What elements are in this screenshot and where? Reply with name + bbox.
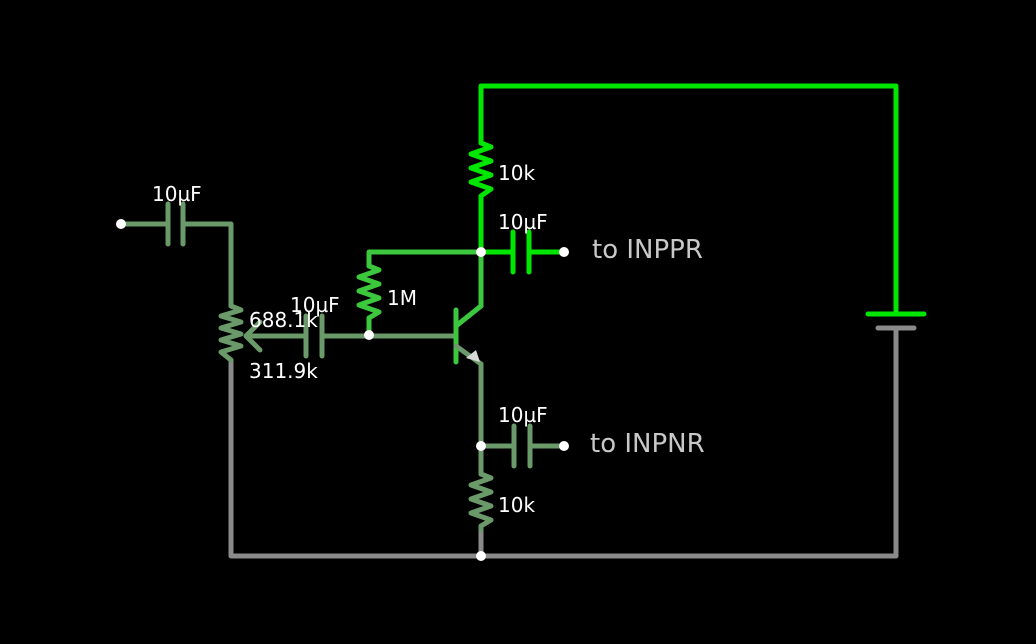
collector-net bbox=[366, 249, 567, 309]
pot-lower-label: 311.9k bbox=[249, 359, 318, 383]
collector-capacitor bbox=[510, 229, 532, 275]
emitter-resistor-label: 10k bbox=[498, 493, 535, 517]
ground-node bbox=[476, 551, 486, 561]
bias-resistor-label: 1M bbox=[387, 286, 417, 310]
input-net bbox=[118, 201, 234, 309]
input-cap-label: 10µF bbox=[152, 182, 202, 206]
npn-transistor bbox=[453, 303, 484, 367]
bias-resistor bbox=[356, 263, 382, 338]
collector-resistor bbox=[468, 140, 494, 255]
pot-upper-label: 688.1k bbox=[249, 308, 318, 332]
output-negative-terminal[interactable] bbox=[559, 441, 569, 451]
collector-node bbox=[476, 247, 486, 257]
potentiometer bbox=[218, 303, 309, 363]
output-positive-label: to INPPR bbox=[592, 235, 703, 265]
collector-resistor-label: 10k bbox=[498, 161, 535, 185]
pot-cap-label: 10µF bbox=[290, 293, 340, 317]
collector-cap-label: 10µF bbox=[498, 210, 548, 234]
supply-rail bbox=[478, 83, 899, 317]
input-terminal[interactable] bbox=[116, 219, 126, 229]
emitter-cap-label: 10µF bbox=[498, 403, 548, 427]
base-node bbox=[364, 330, 374, 340]
emitter-net bbox=[478, 361, 567, 477]
emitter-node bbox=[476, 441, 486, 451]
emitter-resistor bbox=[468, 471, 494, 533]
output-positive-terminal[interactable] bbox=[559, 247, 569, 257]
output-negative-label: to INPNR bbox=[590, 429, 705, 459]
pot-capacitor bbox=[303, 313, 459, 359]
